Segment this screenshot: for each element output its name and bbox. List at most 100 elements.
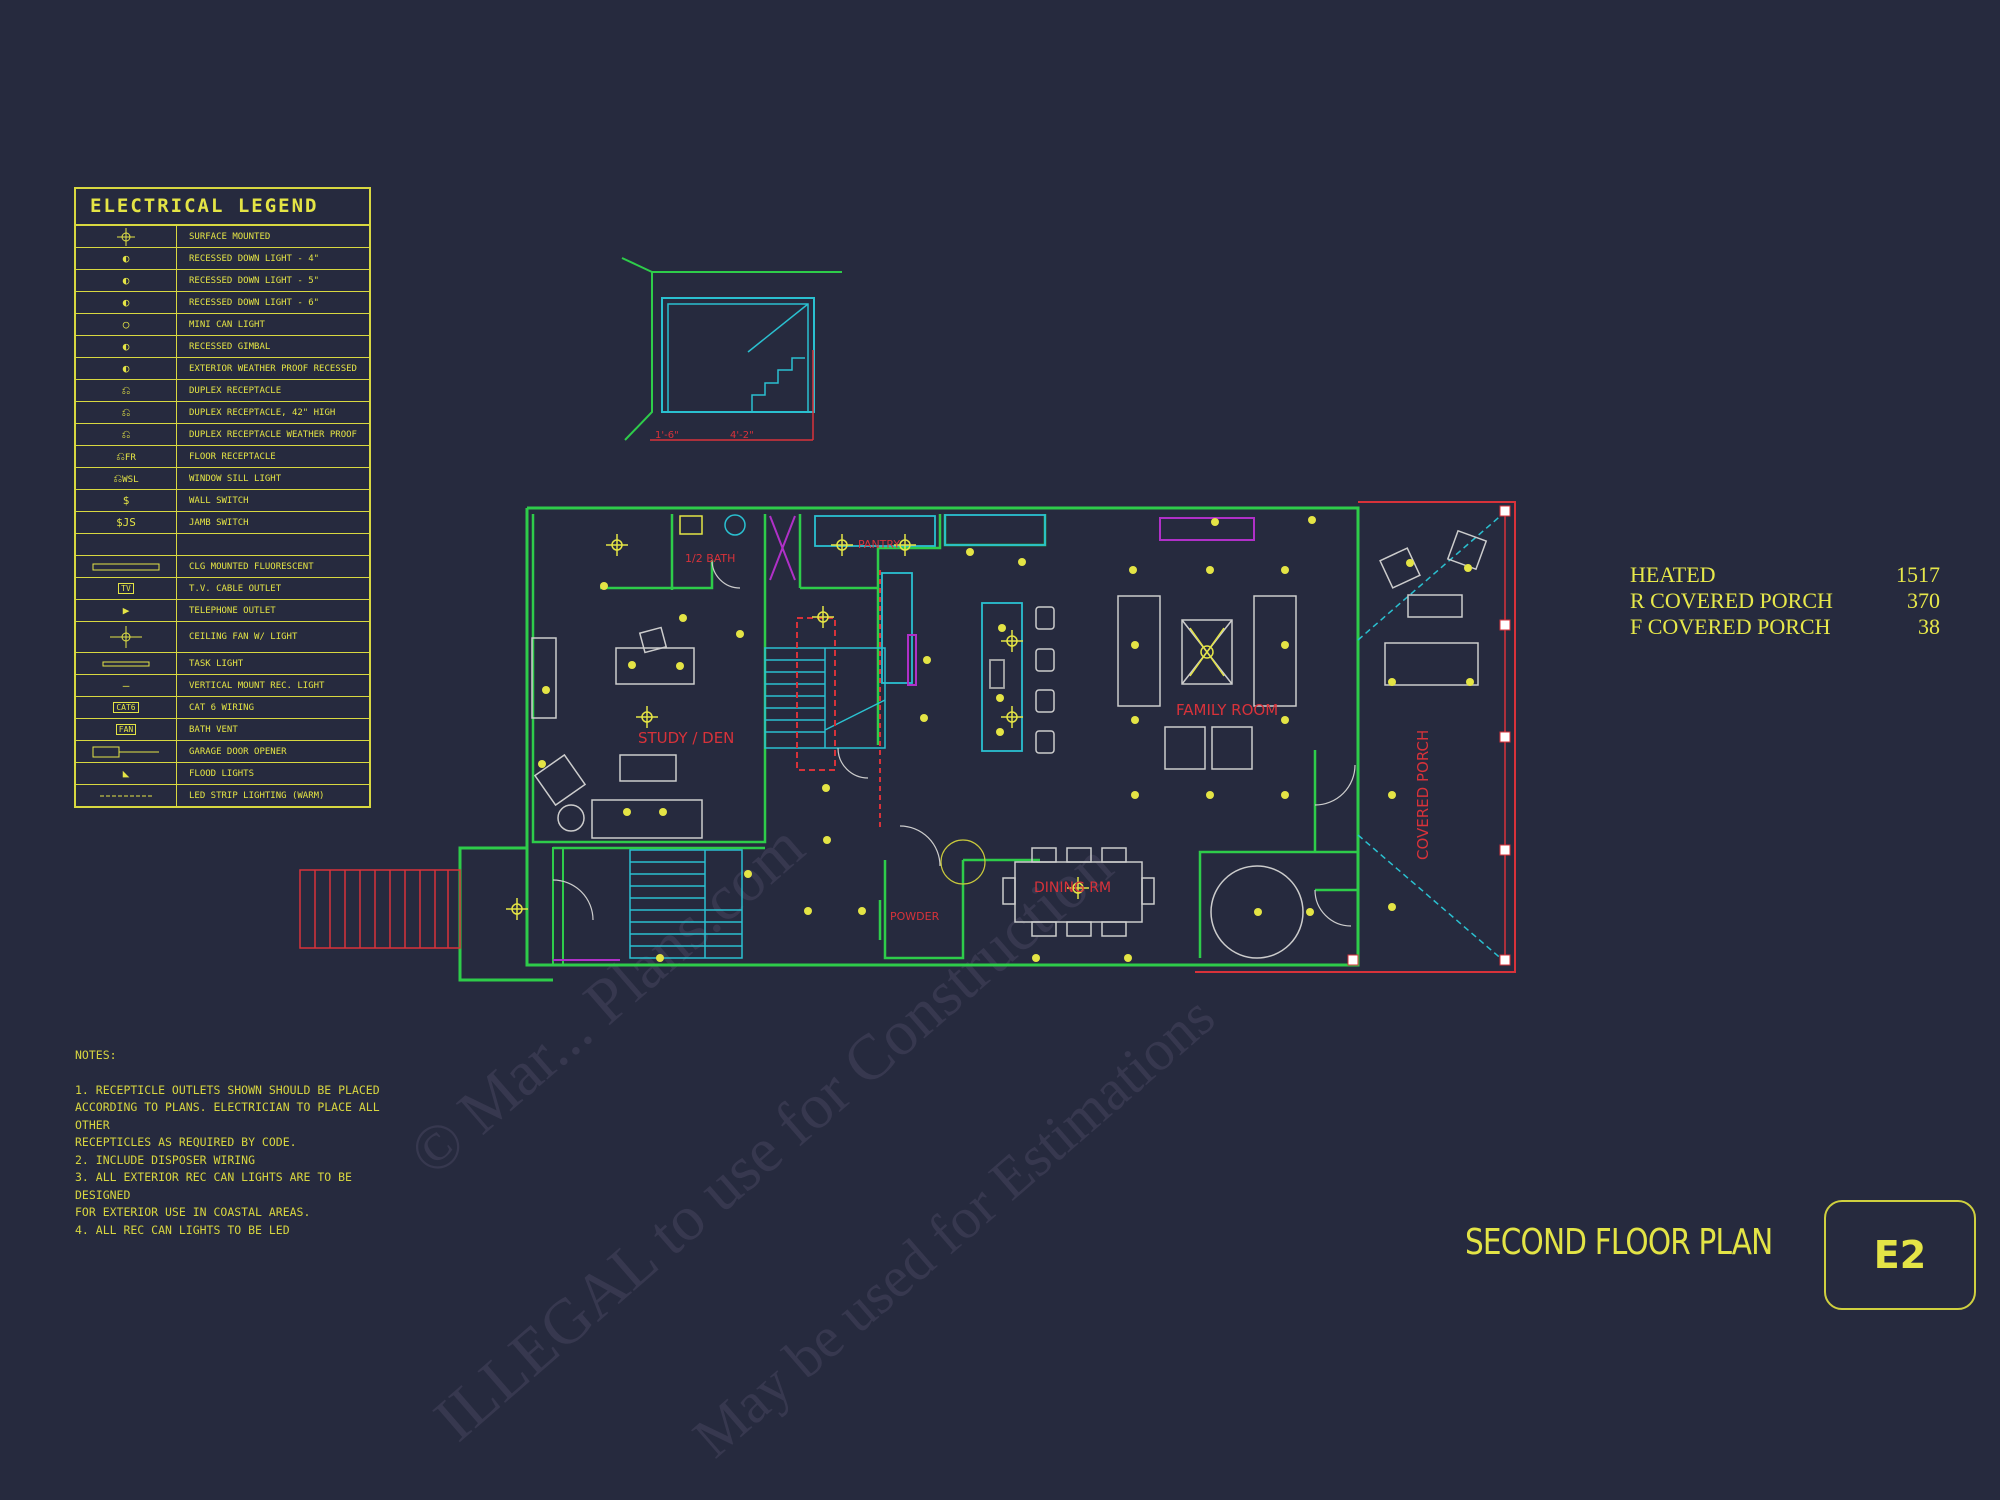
room-label-porch: COVERED PORCH bbox=[1414, 730, 1432, 860]
legend-label: WINDOW SILL LIGHT bbox=[189, 473, 282, 484]
mini-can-icon: ○ bbox=[76, 314, 177, 335]
accents bbox=[553, 515, 917, 961]
ceiling-light-icon bbox=[831, 534, 853, 556]
legend-row: ○ MINI CAN LIGHT bbox=[76, 314, 369, 336]
legend-row: $WALL SWITCH bbox=[76, 490, 369, 512]
note-line: FOR EXTERIOR USE IN COASTAL AREAS. bbox=[75, 1205, 311, 1219]
legend-label: RECESSED DOWN LIGHT - 4" bbox=[189, 253, 320, 264]
study-furniture bbox=[531, 626, 703, 839]
legend-label: DUPLEX RECEPTACLE bbox=[189, 385, 282, 396]
legend-row: GARAGE DOOR OPENER bbox=[76, 741, 369, 763]
surface-light-icon bbox=[76, 226, 177, 247]
legend-label: T.V. CABLE OUTLET bbox=[189, 583, 282, 594]
room-label-pantry: PANTRY bbox=[858, 538, 900, 551]
legend-row: CLG MOUNTED FLUORESCENT bbox=[76, 556, 369, 578]
ceiling-light-icon bbox=[1001, 630, 1023, 652]
legend-row: ◐RECESSED DOWN LIGHT - 6" bbox=[76, 292, 369, 314]
legend-label: VERTICAL MOUNT REC. LIGHT bbox=[189, 680, 325, 691]
bath-vent-icon: FAN bbox=[76, 719, 177, 740]
vertical-light-icon: — bbox=[76, 675, 177, 696]
note-line: 1. RECEPTICLE OUTLETS SHOWN SHOULD BE PL… bbox=[75, 1082, 380, 1097]
legend-row bbox=[76, 534, 369, 556]
legend-label: MINI CAN LIGHT bbox=[189, 319, 265, 330]
led-strip-icon bbox=[76, 785, 177, 806]
legend-row: TASK LIGHT bbox=[76, 653, 369, 675]
area-label: HEATED bbox=[1630, 562, 1716, 587]
svg-text:1'-6": 1'-6" bbox=[655, 430, 679, 441]
ceiling-light-icon bbox=[606, 534, 628, 556]
legend-label: GARAGE DOOR OPENER bbox=[189, 746, 287, 757]
light-fixtures bbox=[506, 534, 1225, 920]
plan-title: SECOND FLOOR PLAN bbox=[1465, 1222, 1773, 1263]
legend-label: RECESSED GIMBAL bbox=[189, 341, 271, 352]
legend-label: CEILING FAN W/ LIGHT bbox=[189, 632, 298, 642]
legend-label: CAT 6 WIRING bbox=[189, 702, 255, 713]
duplex-wp-icon: ⎌ bbox=[76, 424, 177, 445]
note-line: 3. ALL EXTERIOR REC CAN LIGHTS ARE TO BE… bbox=[75, 1170, 352, 1202]
gimbal-icon: ◐ bbox=[76, 336, 177, 357]
legend-row: LED STRIP LIGHTING (WARM) bbox=[76, 785, 369, 806]
recessed-light-4-icon: ◐ bbox=[76, 248, 177, 269]
legend-row: ◐EXTERIOR WEATHER PROOF RECESSED bbox=[76, 358, 369, 380]
fluorescent-icon bbox=[76, 556, 177, 577]
legend-row: ◐ RECESSED DOWN LIGHT - 4" bbox=[76, 248, 369, 270]
floor-receptacle-icon: ⎌FR bbox=[76, 446, 177, 467]
sheet-number-box: E2 bbox=[1824, 1200, 1976, 1310]
legend-label: BATH VENT bbox=[189, 724, 238, 735]
legend-row: SURFACE MOUNTED bbox=[76, 226, 369, 248]
task-light-icon bbox=[76, 653, 177, 674]
room-label-dining: DINING RM bbox=[1034, 880, 1111, 896]
note-line: RECEPTICLES AS REQUIRED BY CODE. bbox=[75, 1135, 297, 1149]
sheet-number: E2 bbox=[1873, 1233, 1927, 1277]
stair-detail: 1'-6" 4'-2" bbox=[621, 257, 842, 441]
legend-label: DUPLEX RECEPTACLE, 42" HIGH bbox=[189, 407, 336, 418]
notes-heading: NOTES: bbox=[75, 1048, 117, 1062]
area-value: 1517 bbox=[1896, 562, 1940, 587]
note-line: 2. INCLUDE DISPOSER WIRING bbox=[75, 1152, 256, 1167]
legend-row: TV T.V. CABLE OUTLET bbox=[76, 578, 369, 600]
legend-row: ◐ RECESSED GIMBAL bbox=[76, 336, 369, 358]
ceiling-light-icon bbox=[1067, 877, 1089, 899]
area-label: F COVERED PORCH bbox=[1630, 614, 1831, 639]
legend-label: RECESSED DOWN LIGHT - 5" bbox=[189, 275, 320, 286]
area-value: 38 bbox=[1918, 614, 1940, 639]
legend-row: CEILING FAN W/ LIGHT bbox=[76, 622, 369, 653]
duplex-receptacle-icon: ⎌ bbox=[76, 380, 177, 401]
legend-label: CLG MOUNTED FLUORESCENT bbox=[189, 561, 314, 572]
duplex-42-icon: ⎌ bbox=[76, 402, 177, 423]
recessed-light-5-icon: ◐ bbox=[76, 270, 177, 291]
legend-row: ▶TELEPHONE OUTLET bbox=[76, 600, 369, 622]
ceiling-fan-icon bbox=[1189, 627, 1225, 677]
wall-switch-icon: $ bbox=[76, 490, 177, 511]
doors bbox=[552, 559, 1356, 927]
tv-outlet-icon: TV bbox=[76, 578, 177, 599]
ceiling-light-icon bbox=[812, 606, 834, 628]
electrical-legend: ELECTRICAL LEGEND SURFACE MOUNTED◐RECESS… bbox=[74, 187, 371, 808]
bar-stools bbox=[1035, 606, 1055, 754]
ceiling-light-icon bbox=[1001, 706, 1023, 728]
kitchen bbox=[814, 514, 1255, 752]
room-label-powder: POWDER bbox=[890, 910, 940, 923]
legend-label: EXTERIOR WEATHER PROOF RECESSED bbox=[189, 363, 357, 374]
legend-row: FAN BATH VENT bbox=[76, 719, 369, 741]
legend-row: ⎌WSL WINDOW SILL LIGHT bbox=[76, 468, 369, 490]
legend-label: JAMB SWITCH bbox=[189, 517, 249, 528]
note-line: ACCORDING TO PLANS. ELECTRICIAN TO PLACE… bbox=[75, 1100, 380, 1132]
flood-light-icon: ◣ bbox=[76, 763, 177, 784]
legend-row: ⎌DUPLEX RECEPTACLE WEATHER PROOF bbox=[76, 424, 369, 446]
area-row-front-porch: F COVERED PORCH 38 bbox=[1630, 614, 1940, 640]
window-sill-icon: ⎌WSL bbox=[76, 468, 177, 489]
room-label-bath: 1/2 BATH bbox=[685, 552, 735, 565]
jamb-switch-icon: $JS bbox=[76, 512, 177, 533]
recessed-light-6-icon: ◐ bbox=[76, 292, 177, 313]
recessed-lights bbox=[538, 516, 1474, 962]
legend-label: TELEPHONE OUTLET bbox=[189, 605, 276, 616]
area-value: 370 bbox=[1907, 588, 1940, 613]
area-row-heated: HEATED 1517 bbox=[1630, 562, 1940, 588]
legend-row: ◐ RECESSED DOWN LIGHT - 5" bbox=[76, 270, 369, 292]
ceiling-light-icon bbox=[636, 706, 658, 728]
legend-symbol bbox=[76, 534, 177, 555]
